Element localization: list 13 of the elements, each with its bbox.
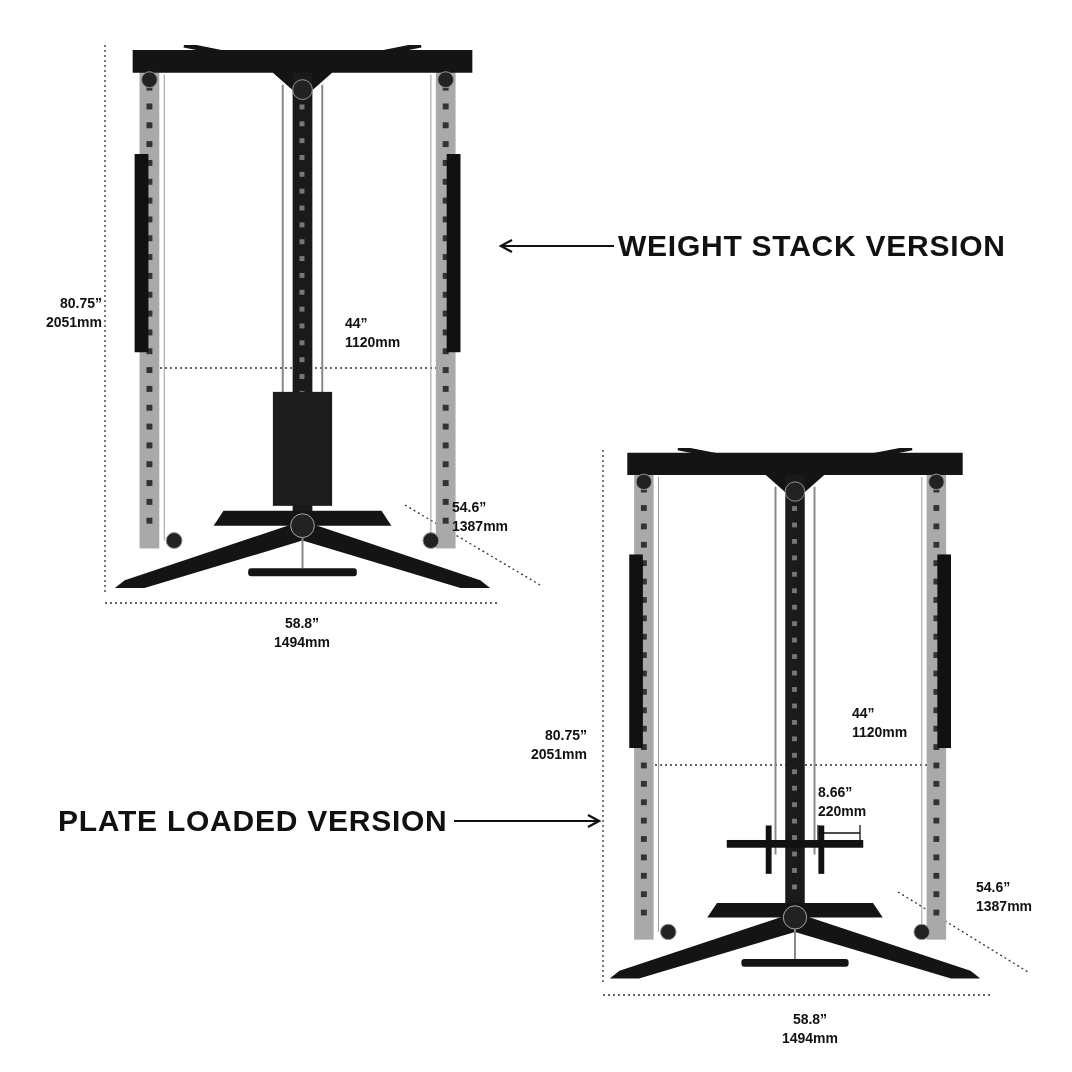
dimension-label: 80.75” 2051mm — [529, 726, 587, 764]
arrow — [499, 238, 614, 254]
dimension-label: 8.66” 220mm — [818, 783, 868, 821]
dimension-label: 58.8” 1494mm — [780, 1010, 839, 1048]
dimension-label: 54.6” 1387mm — [452, 498, 510, 536]
version-title: WEIGHT STACK VERSION — [618, 231, 1006, 261]
dimension-label: 80.75” 2051mm — [44, 294, 102, 332]
dimension-label: 44” 1120mm — [345, 314, 402, 352]
arrow — [454, 813, 601, 829]
dimension-label: 44” 1120mm — [852, 704, 909, 742]
dimension-label: 54.6” 1387mm — [976, 878, 1034, 916]
version-title: PLATE LOADED VERSION — [58, 806, 448, 836]
dimension-label: 58.8” 1494mm — [272, 614, 331, 652]
